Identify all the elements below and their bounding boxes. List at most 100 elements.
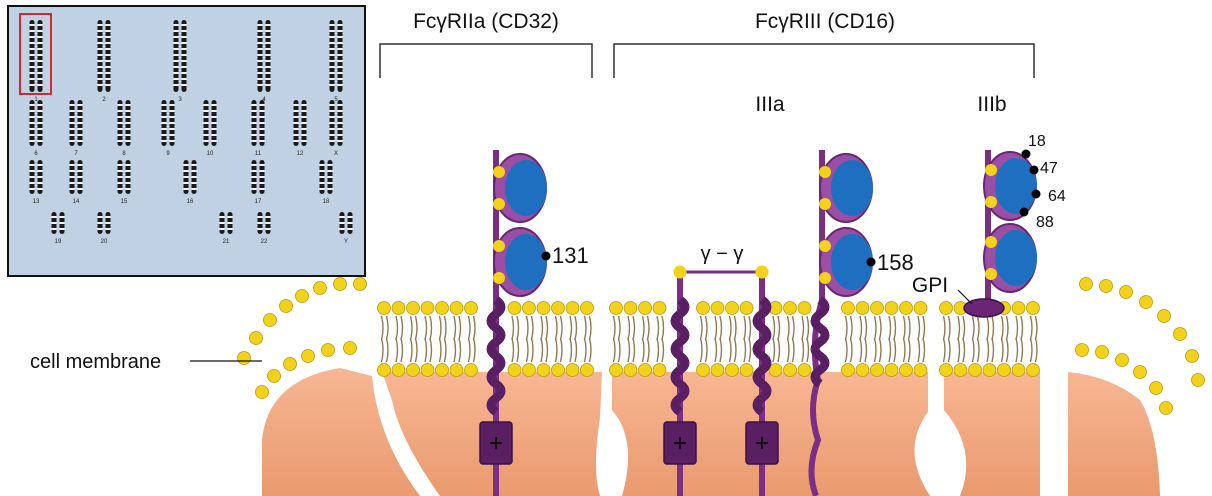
lipid-tail [585,316,587,340]
chromosome-band [184,170,189,172]
chromosome-band [330,110,335,112]
chromosome-band [204,122,209,124]
chromosome-band [260,116,265,118]
chromosome-band [266,60,271,62]
lipid-head [508,364,521,377]
lipid-head [856,364,869,377]
chromosome-band [338,24,343,26]
chromosome-band [78,176,83,178]
site-64-label: 64 [1048,188,1066,205]
chromosome-band [38,170,43,172]
chromosome-band [260,128,265,130]
gpi-label: GPI [912,274,948,297]
lipid-head [624,302,637,315]
chromosome-band [338,134,343,136]
lipid-head [1027,364,1040,377]
chromosome-band [220,216,225,218]
chromosome-number: 18 [323,199,330,205]
lipid-tail [614,338,616,362]
chromosome-band [30,24,35,26]
chromosome-band [174,48,179,50]
chromosome-band [38,78,43,80]
chromosome-band [258,72,263,74]
chromosome-band [118,176,123,178]
lipid-head [653,302,666,315]
chromosome-band [30,134,35,136]
lipid-tail [396,338,398,362]
chromosome-band [38,72,43,74]
chromosome-band [330,36,335,38]
chromosome-band [78,122,83,124]
chromosome-band [258,228,263,230]
lipid-tail [894,338,896,362]
fcgr2a-title: FcγRIIa (CD32) [413,10,559,33]
chromosome-band [174,54,179,56]
chromosome-band [162,140,167,142]
chromosome-number: X [334,151,338,157]
chromosome-band [30,30,35,32]
lipid-head [465,364,478,377]
lipid-tail [778,316,780,340]
chromosome-band [170,140,175,142]
lipid-head [1027,302,1040,315]
chromosome-band [258,60,263,62]
lipid-tail [788,338,790,362]
lipid-head [711,364,724,377]
chromosome-band [252,140,257,142]
chromosome-band [126,170,131,172]
chromosome-band [106,48,111,50]
chromosome-band [106,216,111,218]
chromosome-band [162,110,167,112]
lipid-head [983,364,996,377]
chromosome-band [266,72,271,74]
lipid-tail [512,316,514,340]
lipid-tail [851,338,853,362]
lipid-tail [720,316,722,340]
chromosome-band [212,122,217,124]
lipid-head [871,364,884,377]
lipid-tail [973,338,975,362]
chromosome-band [182,42,187,44]
chromosome-band [170,110,175,112]
chromosome-band [106,72,111,74]
lipid-head [784,302,797,315]
chromosome-band [338,78,343,80]
chromosome-band [30,36,35,38]
chromosome-band [52,216,57,218]
chromosome-band [60,222,65,224]
lipid-head [566,302,579,315]
chromosome-band [330,104,335,106]
lipid-head [392,364,405,377]
chromosome-band [338,110,343,112]
chromosome-band [162,128,167,130]
chromosome-band [38,54,43,56]
lipid-tail [860,316,862,340]
lipid-head [900,364,913,377]
lipid-tail [865,338,867,362]
chromosome-band [38,116,43,118]
lipid-tail [807,338,809,362]
lipid-tail [720,338,722,362]
lipid-tail [730,316,732,340]
chromosome-band [266,48,271,50]
chromosome-band [106,30,111,32]
chromosome-band [78,188,83,190]
lipid-head [885,302,898,315]
chromosome-band [38,60,43,62]
chromosome-band [78,182,83,184]
chromosome-band [70,176,75,178]
lipid-tail [614,316,616,340]
chromosome-band [70,134,75,136]
lipid-head [969,364,982,377]
chromosome-band [330,84,335,86]
chromosome-band [266,216,271,218]
chromosome-number: 20 [101,239,108,245]
site-18-label: 18 [1028,133,1046,150]
lipid-head [537,364,550,377]
lipid-head [885,364,898,377]
chromosome-band [182,36,187,38]
chromosome-band [98,78,103,80]
site-88-label: 88 [1036,214,1054,231]
chromosome-band [126,176,131,178]
chromosome-number: 16 [187,199,194,205]
